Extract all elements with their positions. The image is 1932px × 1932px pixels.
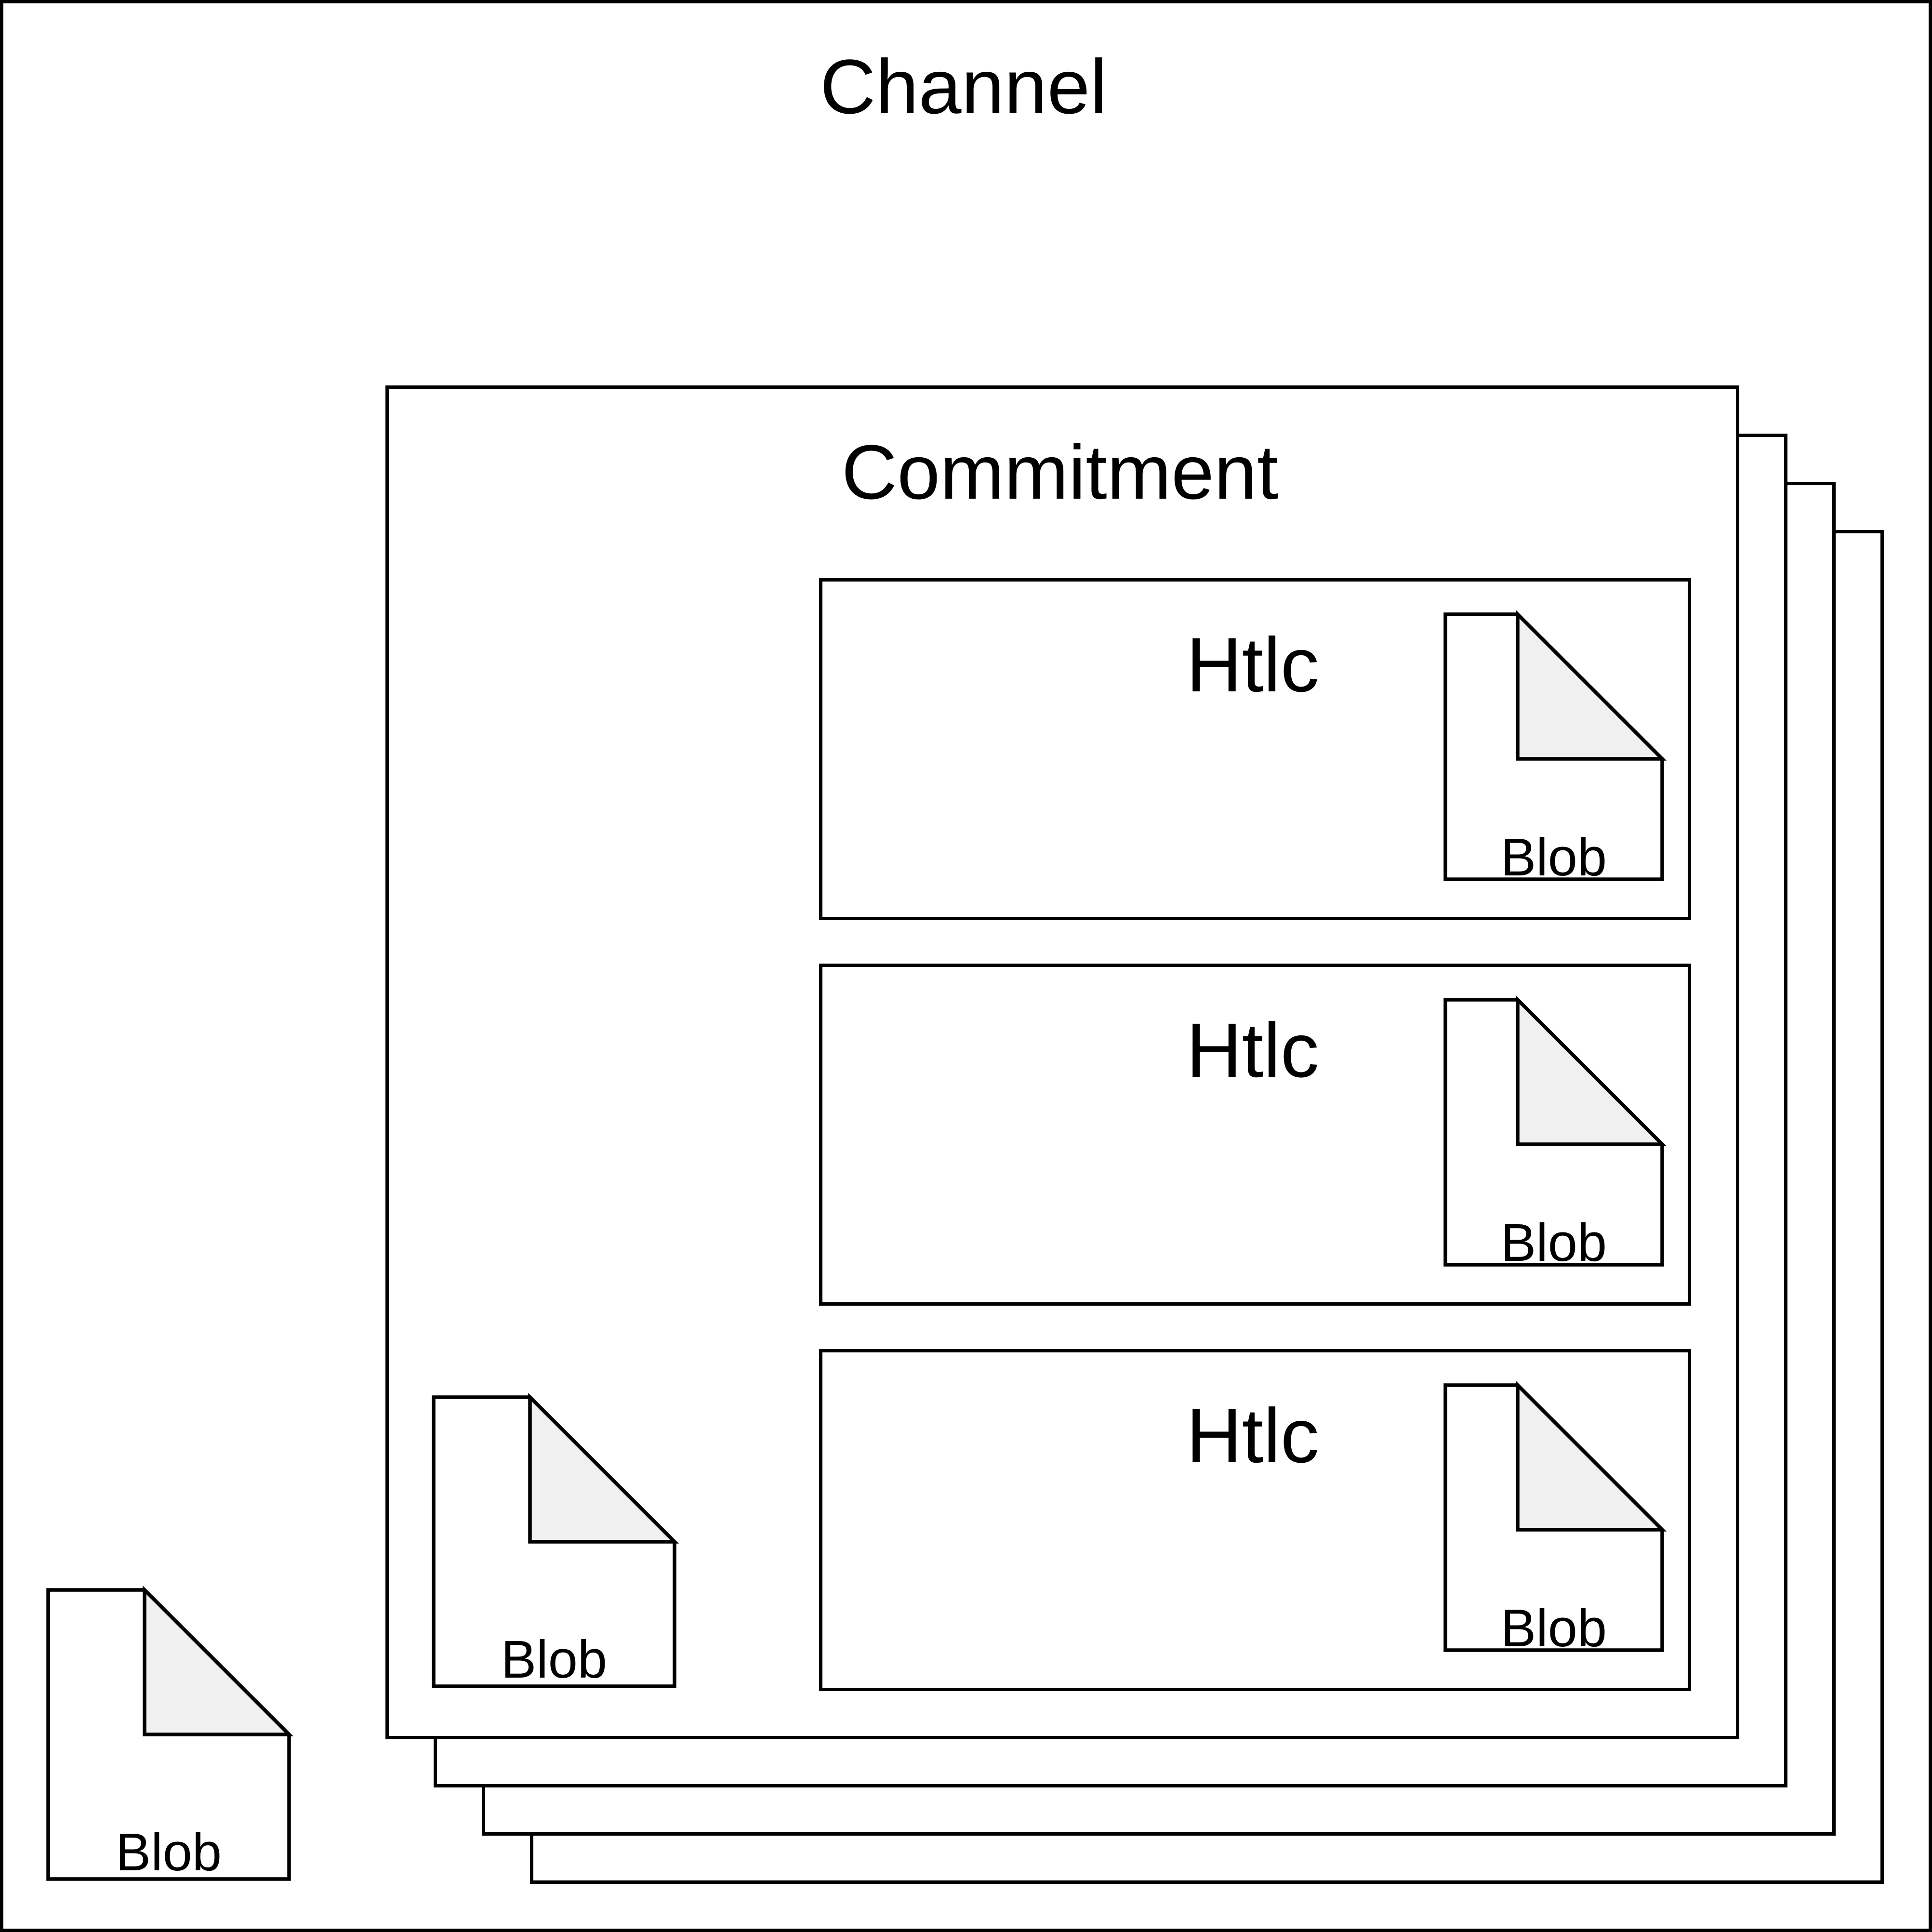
document-icon: [1443, 1380, 1667, 1652]
blob-label: Blob: [501, 1630, 608, 1689]
htlc-blob-document: Blob: [1443, 609, 1686, 903]
commitment-blob-document: Blob: [432, 1392, 679, 1689]
htlc-title: Htlc: [1186, 1392, 1319, 1479]
htlc-title: Htlc: [1186, 622, 1319, 708]
document-icon: [46, 1585, 294, 1881]
blob-label: Blob: [1500, 828, 1607, 887]
htlc-blob-document: Blob: [1443, 1380, 1686, 1674]
document-icon: [1443, 995, 1667, 1267]
htlc-blob-document: Blob: [1443, 995, 1686, 1289]
htlc-title: Htlc: [1186, 1007, 1319, 1093]
document-icon: [432, 1392, 679, 1688]
channel-title: Channel: [820, 43, 1107, 130]
channel-blob-document: Blob: [46, 1585, 294, 1882]
commitment-title: Commitment: [841, 429, 1279, 515]
document-icon: [1443, 609, 1667, 881]
blob-label: Blob: [1500, 1599, 1607, 1658]
blob-label: Blob: [1500, 1213, 1607, 1272]
blob-label: Blob: [115, 1823, 222, 1882]
